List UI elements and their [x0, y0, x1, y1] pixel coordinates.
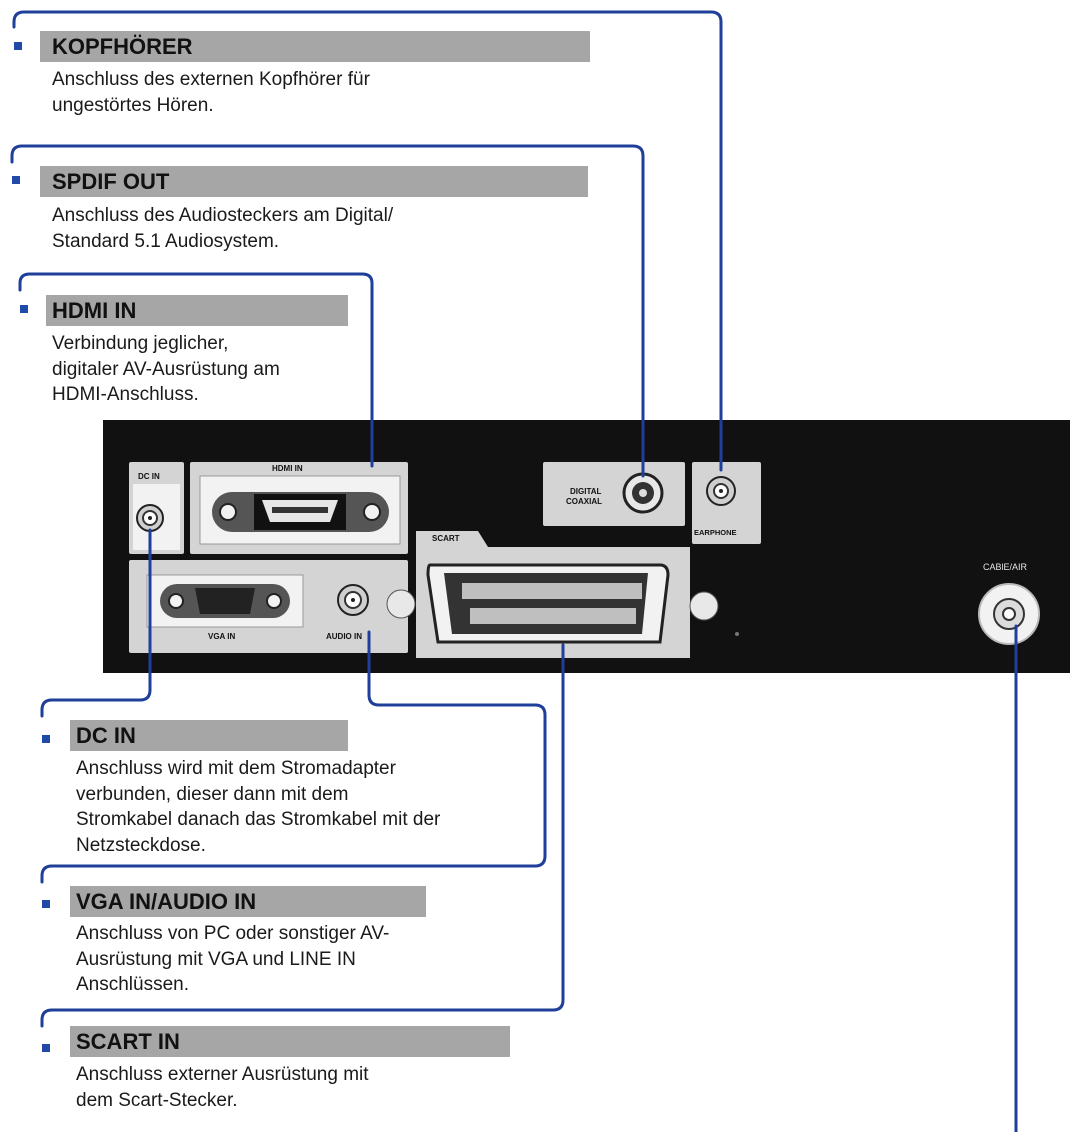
- vga-audio-port: [129, 560, 408, 653]
- section-desc-spdif-out: Anschluss des Audiosteckers am Digital/ …: [52, 203, 393, 254]
- bullet-icon: [12, 176, 20, 184]
- desc-line: Anschluss wird mit dem Stromadapter: [76, 758, 396, 779]
- section-title-kopfhoerer: KOPFHÖRER: [52, 34, 193, 59]
- desc-line: HDMI-Anschluss.: [52, 384, 199, 405]
- bullet-icon: [14, 42, 22, 50]
- desc-line: dem Scart-Stecker.: [76, 1089, 238, 1111]
- desc-line: Netzsteckdose.: [76, 834, 206, 856]
- desc-line: Anschluss von PC oder sonstiger AV-: [76, 923, 390, 944]
- earphone-port: [692, 462, 761, 544]
- desc-line: Standard 5.1 Audiosystem.: [52, 230, 280, 252]
- section-desc-vga-audio-in: Anschluss von PC oder sonstiger AV- Ausr…: [76, 921, 389, 998]
- digital-port-label: DIGITAL: [570, 487, 602, 496]
- bullet-icon: [20, 305, 28, 313]
- screw-hole: [386, 589, 416, 619]
- desc-line: Anschlüssen.: [76, 974, 190, 995]
- scart-port: [416, 531, 690, 658]
- coaxial-port-label: COAXIAL: [566, 497, 602, 506]
- section-desc-scart-in: Anschluss externer Ausrüstung mit dem Sc…: [76, 1062, 369, 1113]
- section-title-scart-in: SCART IN: [76, 1029, 180, 1054]
- desc-line: Anschluss des externen Kopfhörer für: [52, 69, 370, 90]
- title-bar: [70, 720, 348, 751]
- title-bar: [40, 166, 588, 197]
- section-title-hdmi-in: HDMI IN: [52, 298, 137, 323]
- section-title-vga-audio-in: VGA IN/AUDIO IN: [76, 889, 257, 914]
- connector-lines: [10, 10, 1018, 1132]
- desc-line: digitaler AV-Ausrüstung am: [52, 358, 280, 380]
- section-desc-dc-in: Anschluss wird mit dem Stromadapter verb…: [76, 756, 440, 858]
- screw-hole: [689, 591, 719, 621]
- dc-in-port-label: DC IN: [138, 472, 160, 481]
- hdmi-in-port-label: HDMI IN: [272, 464, 303, 473]
- bullet-icon: [42, 1044, 50, 1052]
- title-bar: [40, 31, 590, 62]
- cable-air-port-label: CABlE/AIR: [983, 562, 1028, 572]
- section-desc-kopfhoerer: Anschluss des externen Kopfhörer für ung…: [52, 67, 370, 118]
- section-title-dc-in: DC IN: [76, 723, 136, 748]
- scart-port-label: SCART: [432, 534, 460, 543]
- desc-line: Stromkabel danach das Stromkabel mit der: [76, 809, 441, 830]
- title-bar: [70, 1026, 510, 1057]
- desc-line: Anschluss des Audiosteckers am Digital/: [52, 205, 394, 226]
- desc-line: ungestörtes Hören.: [52, 94, 214, 116]
- desc-line: verbunden, dieser dann mit dem: [76, 783, 349, 805]
- hdmi-in-port: [190, 462, 408, 554]
- desc-line: Ausrüstung mit VGA und LINE IN: [76, 948, 356, 970]
- earphone-port-label: EARPHONE: [694, 528, 737, 537]
- desc-line: Verbindung jeglicher,: [52, 333, 229, 354]
- audio-in-port-label: AUDIO IN: [326, 632, 362, 641]
- bullet-icon: [42, 900, 50, 908]
- desc-line: Anschluss externer Ausrüstung mit: [76, 1064, 369, 1085]
- section-title-spdif-out: SPDIF OUT: [52, 169, 170, 194]
- dc-in-port: [129, 462, 184, 554]
- digital-coaxial-port: [543, 462, 685, 526]
- bullet-icon: [42, 735, 50, 743]
- title-bar: [70, 886, 426, 917]
- title-bar: [46, 295, 348, 326]
- vga-in-port-label: VGA IN: [208, 632, 236, 641]
- cable-air-port: [978, 583, 1040, 645]
- section-desc-hdmi-in: Verbindung jeglicher, digitaler AV-Ausrü…: [52, 331, 280, 408]
